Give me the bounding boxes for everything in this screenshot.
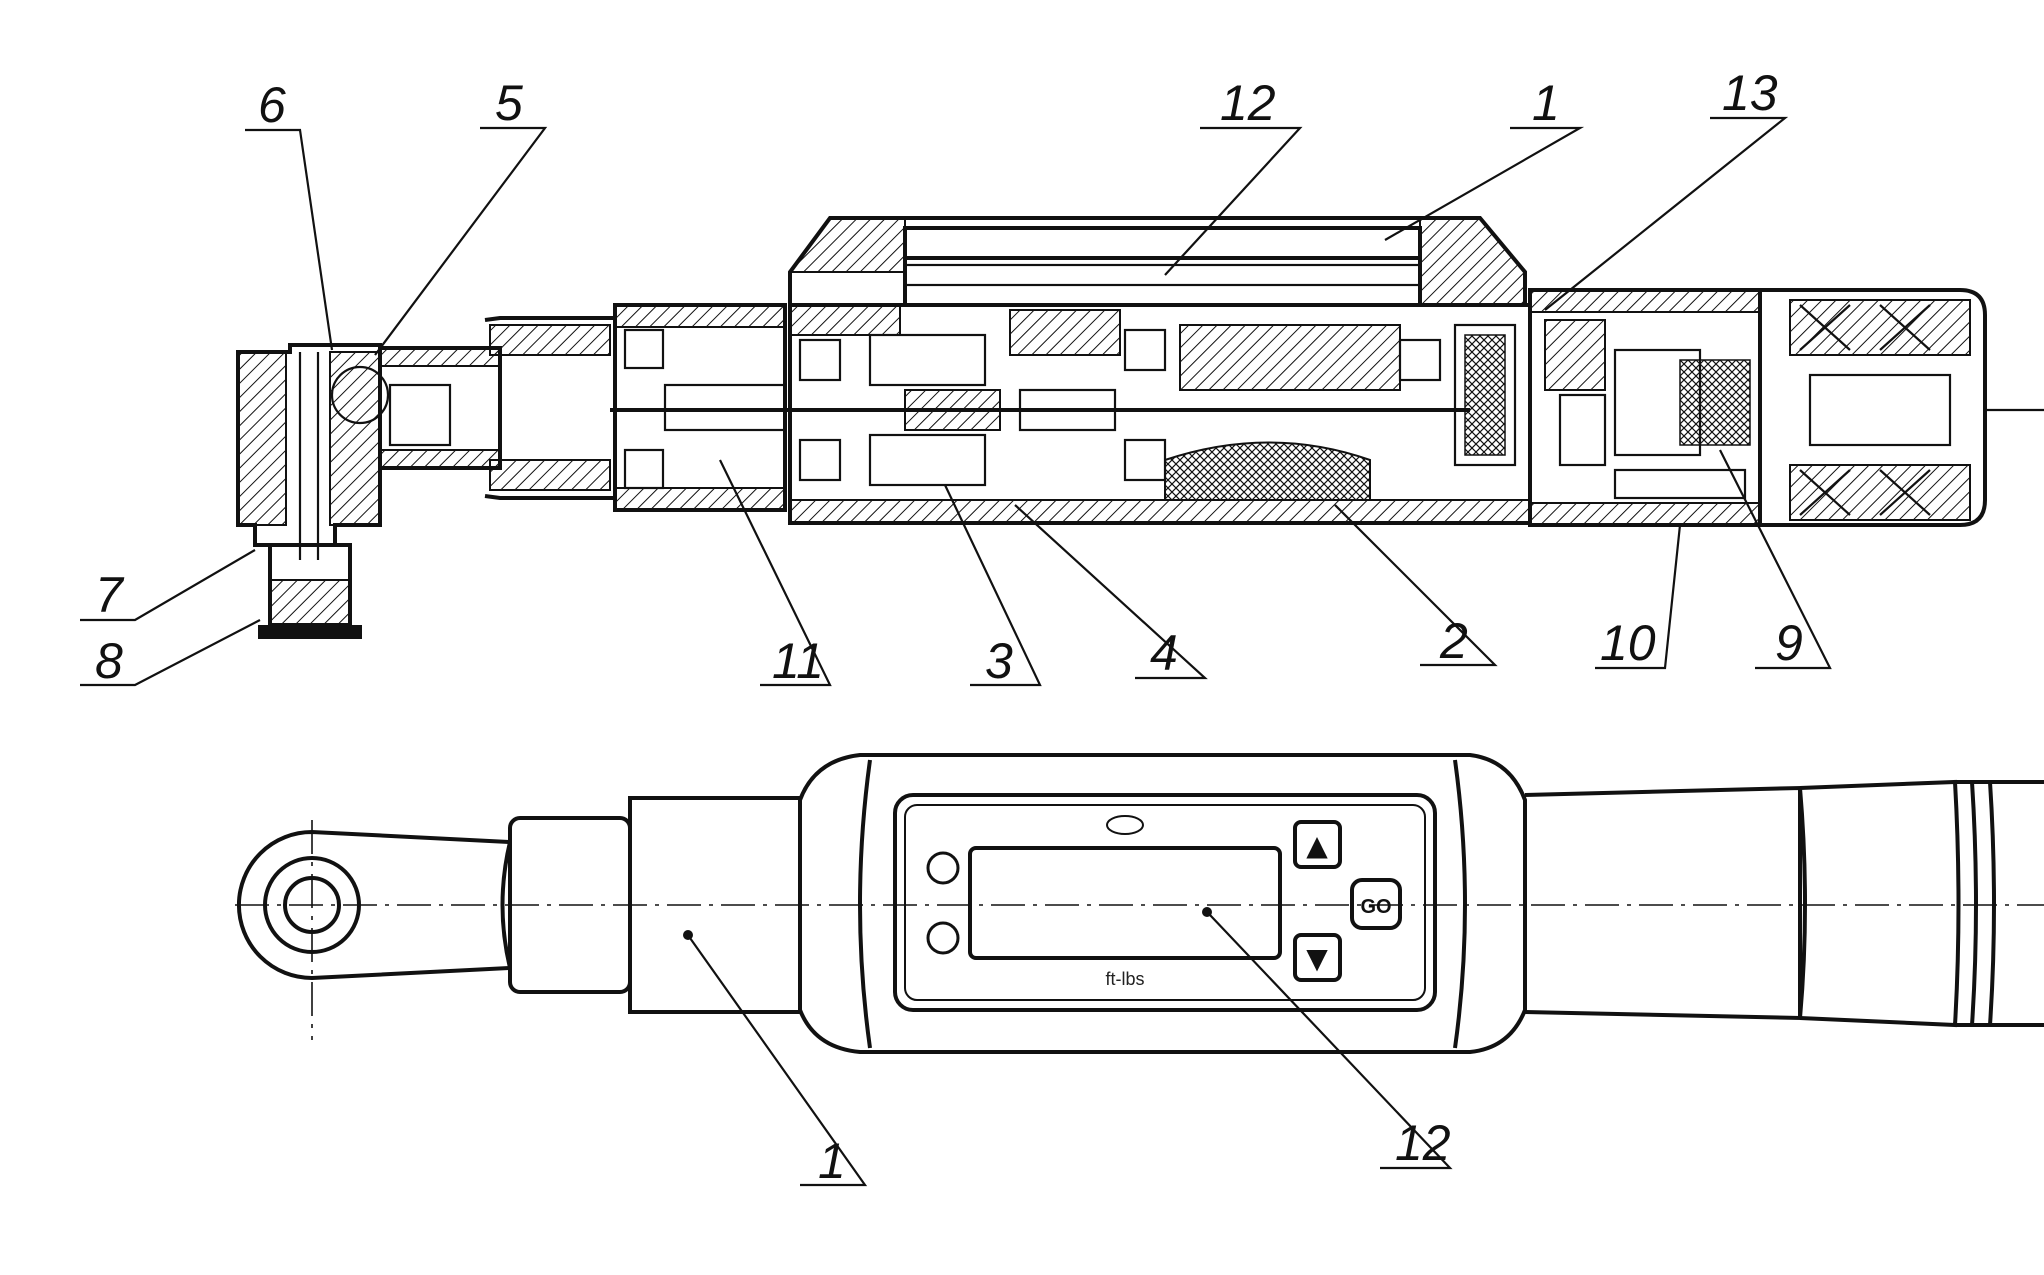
exterior-view: ft-lbs ▲ ▼ GO [235,753,2044,1187]
up-button[interactable]: ▲ [1293,820,1342,869]
lcd-screen [968,846,1282,960]
label-6: 6 [258,77,286,133]
grip-section [1528,288,2044,527]
arrow-up-icon: ▲ [1306,829,1328,862]
wrench-head-section [236,343,390,639]
label-9: 9 [1775,615,1803,671]
leader-lines-top [80,116,1832,687]
label-1-bottom: 1 [818,1133,846,1189]
indicator-light-icon [926,921,960,955]
label-12: 12 [1220,75,1276,131]
label-13: 13 [1722,65,1778,121]
handle-grip [1524,779,2044,1028]
neck-tube-section [378,316,617,500]
down-button[interactable]: ▼ [1293,933,1342,982]
label-11: 11 [772,633,824,689]
label-3: 3 [985,633,1013,689]
label-12-bottom: 12 [1395,1115,1451,1171]
go-label: GO [1360,896,1391,918]
leader-lines-bottom [689,914,1453,1187]
label-4: 4 [1150,625,1178,681]
label-8: 8 [95,633,123,689]
unit-text: ft-lbs [1105,969,1144,989]
label-1: 1 [1532,75,1560,131]
brand-logo-icon [1106,815,1144,835]
indicator-light-icon [926,851,960,885]
go-button[interactable]: GO [1350,878,1402,930]
arrow-down-icon: ▼ [1306,942,1328,975]
label-7: 7 [95,567,125,623]
label-5: 5 [495,75,523,131]
bearing-housing-section [610,303,790,512]
main-body-section [780,216,1532,525]
ratchet-head [237,829,512,981]
callout-labels: 6 5 12 1 13 7 8 11 3 4 2 10 9 1 12 [95,65,1803,1189]
label-10: 10 [1600,615,1656,671]
section-view [80,116,2044,687]
display-housing: ft-lbs ▲ ▼ GO [798,753,1527,1054]
label-2: 2 [1439,613,1468,669]
